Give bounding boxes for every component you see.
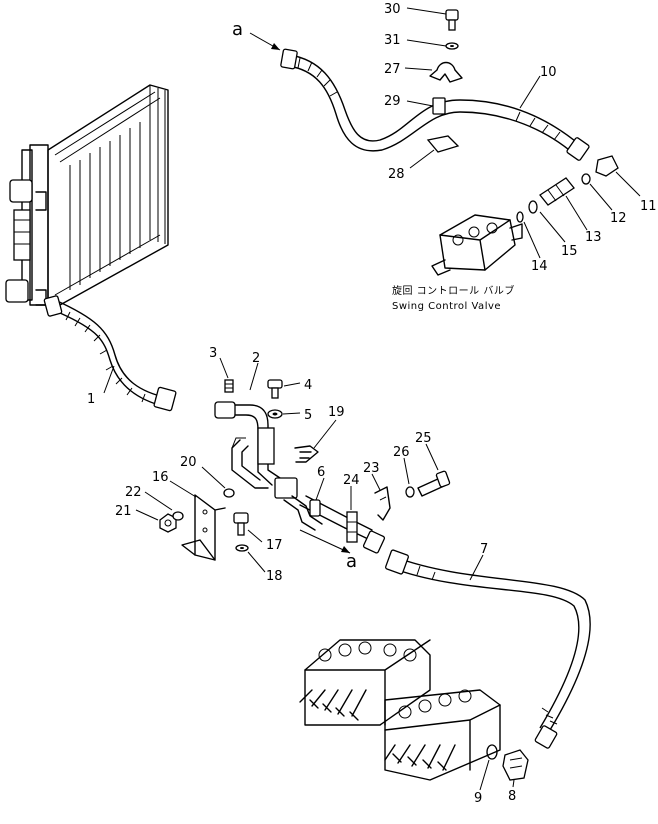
washer-26-icon — [405, 486, 415, 498]
callout-12: 12 — [610, 211, 627, 226]
swing-valve-block-icon — [431, 214, 523, 276]
callout-13: 13 — [585, 230, 602, 245]
callout-6: 6 — [317, 465, 325, 480]
callout-labels: 1 2 3 4 5 6 7 8 9 10 11 12 13 14 15 16 1… — [87, 2, 657, 806]
callout-29: 29 — [384, 94, 401, 109]
callout-5: 5 — [304, 408, 312, 423]
callout-16: 16 — [152, 470, 169, 485]
o-ring-14-icon — [516, 211, 524, 223]
callout-20: 20 — [180, 455, 197, 470]
callout-26: 26 — [393, 445, 410, 460]
bracket-16-icon — [181, 494, 226, 561]
elbow-11-icon — [595, 155, 619, 177]
marker-a-upper: a — [232, 19, 243, 40]
callout-4: 4 — [304, 378, 312, 393]
control-valve-block-icon — [299, 639, 501, 781]
callout-31: 31 — [384, 33, 401, 48]
oil-cooler-icon — [5, 84, 169, 306]
hose-7 — [385, 549, 591, 749]
washer-5-icon — [267, 409, 283, 419]
clamp-27-icon — [429, 61, 463, 83]
hose-10 — [280, 48, 590, 161]
pipe-assembly — [214, 401, 386, 554]
callout-21: 21 — [115, 504, 132, 519]
u-bolt-19-icon — [294, 445, 319, 463]
hose-1 — [43, 295, 177, 412]
callout-11: 11 — [640, 199, 657, 214]
arrow-a-lower — [341, 546, 350, 553]
clamp-23-icon — [374, 486, 391, 521]
callout-19: 19 — [328, 405, 345, 420]
plate-28-icon — [426, 135, 460, 153]
callout-24: 24 — [343, 473, 360, 488]
clamp-24-icon — [346, 511, 358, 543]
swing-valve-caption-en: Swing Control Valve — [392, 301, 501, 312]
elbow-8-icon — [502, 749, 529, 781]
bolt-4-icon — [267, 379, 283, 399]
callout-14: 14 — [531, 259, 548, 274]
bolt-3-icon — [224, 379, 234, 393]
callout-10: 10 — [540, 65, 557, 80]
callout-15: 15 — [561, 244, 578, 259]
callout-30: 30 — [384, 2, 401, 17]
callout-28: 28 — [388, 167, 405, 182]
washer-18-icon — [235, 544, 249, 552]
o-ring-15-icon — [528, 200, 538, 214]
callout-22: 22 — [125, 485, 142, 500]
callout-leaders — [103, 7, 641, 791]
callout-27: 27 — [384, 62, 401, 77]
bolt-17-icon — [233, 512, 249, 536]
callout-25: 25 — [415, 431, 432, 446]
callout-3: 3 — [209, 346, 217, 361]
bolt-25-icon — [417, 470, 451, 497]
nut-21-icon — [159, 513, 177, 533]
adapter-13-icon — [539, 177, 575, 206]
o-ring-12-icon — [581, 173, 591, 185]
callout-17: 17 — [266, 538, 283, 553]
callout-9: 9 — [474, 791, 482, 806]
washer-31-icon — [445, 42, 459, 50]
callout-7: 7 — [480, 542, 488, 557]
swing-valve-caption-jp: 旋回 コントロール バルブ — [392, 284, 515, 297]
callout-8: 8 — [508, 789, 516, 804]
leader-a-lower — [299, 529, 351, 554]
washer-20-icon — [223, 488, 235, 498]
nut-22-icon — [172, 511, 184, 521]
callout-2: 2 — [252, 351, 260, 366]
callout-18: 18 — [266, 569, 283, 584]
callout-1: 1 — [87, 392, 95, 407]
callout-23: 23 — [363, 461, 380, 476]
marker-a-lower: a — [346, 551, 357, 572]
bolt-30-icon — [445, 9, 459, 31]
arrow-a-upper — [271, 43, 280, 50]
